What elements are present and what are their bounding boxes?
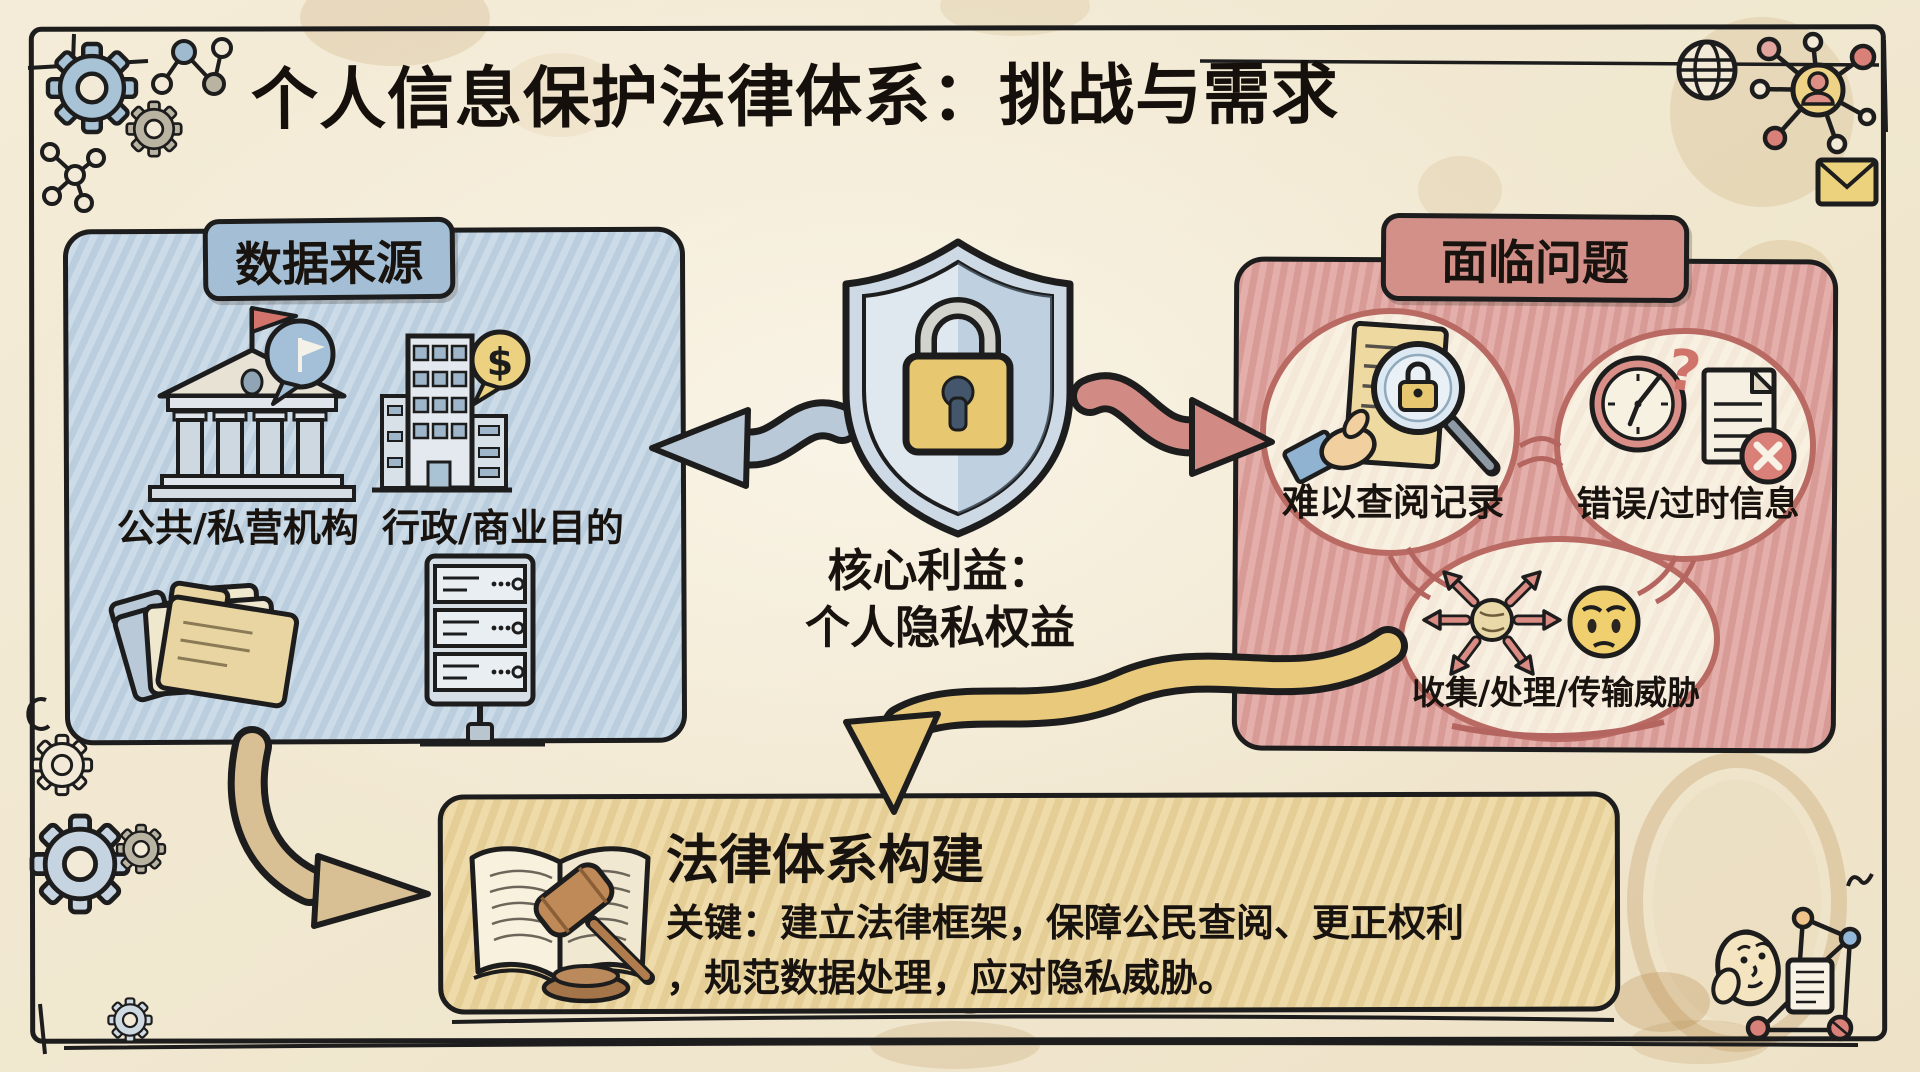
label-hard-to-access-records: 难以查阅记录 xyxy=(1282,481,1504,524)
bubble-connectors xyxy=(1387,436,1697,740)
document-magnifier-lock-icon xyxy=(1282,320,1501,485)
hand-icon xyxy=(1282,408,1377,485)
bottom-panel-double-line xyxy=(451,1014,1615,1024)
question-glyph: ? xyxy=(1663,337,1704,406)
envelope-icon xyxy=(1815,157,1879,207)
molecule-icon xyxy=(40,142,106,213)
globe-icon xyxy=(1676,39,1738,101)
user-network-icon xyxy=(1749,31,1877,155)
book-gavel-icon xyxy=(469,846,655,1004)
problems-header-label: 面临问题 xyxy=(1440,234,1630,292)
legal-system-title: 法律体系构建 xyxy=(666,830,984,891)
server-icon xyxy=(420,553,545,747)
worried-face-icon xyxy=(1567,585,1641,659)
red-flow-arrow xyxy=(1070,372,1275,477)
network-doodle-icon xyxy=(1745,906,1862,1042)
core-interest-line1: 核心利益： xyxy=(827,544,1053,597)
legal-system-body-line1: 关键：建立法律框架，保障公民查阅、更正权利 xyxy=(666,901,1465,945)
bottom-right-decorations xyxy=(1711,906,1862,1042)
legal-system-body-line2: ，规范数据处理，应对隐私威胁。 xyxy=(666,956,1237,1000)
yellow-flow-arrow xyxy=(843,626,1408,815)
invalid-document-icon xyxy=(1701,367,1797,485)
core-interest-caption: 核心利益： 个人隐私权益 xyxy=(758,542,1122,656)
office-buildings-icon xyxy=(372,333,512,493)
label-collection-processing-threats: 收集/处理/传输威胁 xyxy=(1411,673,1701,712)
top-right-decorations xyxy=(1676,31,1879,207)
spread-arrows-worried-face-icon xyxy=(1422,570,1641,676)
thinking-face-doodle-icon xyxy=(1711,929,1781,1007)
data-sources-header-badge: 数据来源 xyxy=(202,216,456,302)
label-wrong-outdated-info: 错误/过时信息 xyxy=(1576,485,1800,525)
clock-question-invalid-doc-icon: ? xyxy=(1589,337,1797,485)
blue-flow-arrow xyxy=(649,399,862,489)
dollar-glyph: $ xyxy=(487,340,513,384)
core-interest-line2: 个人隐私权益 xyxy=(804,601,1075,654)
folders-icon xyxy=(108,580,300,709)
molecule-icon xyxy=(151,37,233,96)
problems-header-badge: 面临问题 xyxy=(1380,212,1690,304)
dollar-speech-bubble-icon: $ xyxy=(469,329,531,406)
shield-lock-icon xyxy=(842,238,1074,538)
legal-system-body: 关键：建立法律框架，保障公民查阅、更正权利 ，规范数据处理，应对隐私威胁。 xyxy=(666,896,1566,1006)
tan-flow-arrow xyxy=(227,726,431,929)
flag-speech-bubble-icon xyxy=(264,318,336,406)
top-left-decorations xyxy=(40,37,233,213)
label-public-private-institutions: 公共/私营机构 xyxy=(117,506,359,550)
data-sources-header-label: 数据来源 xyxy=(234,235,424,293)
label-admin-commercial-purposes: 行政/商业目的 xyxy=(382,506,624,550)
data-spread-arrows-icon xyxy=(1422,570,1562,676)
clock-icon xyxy=(1589,355,1687,453)
page-title: 个人信息保护法律体系：挑战与需求 xyxy=(250,55,1340,139)
